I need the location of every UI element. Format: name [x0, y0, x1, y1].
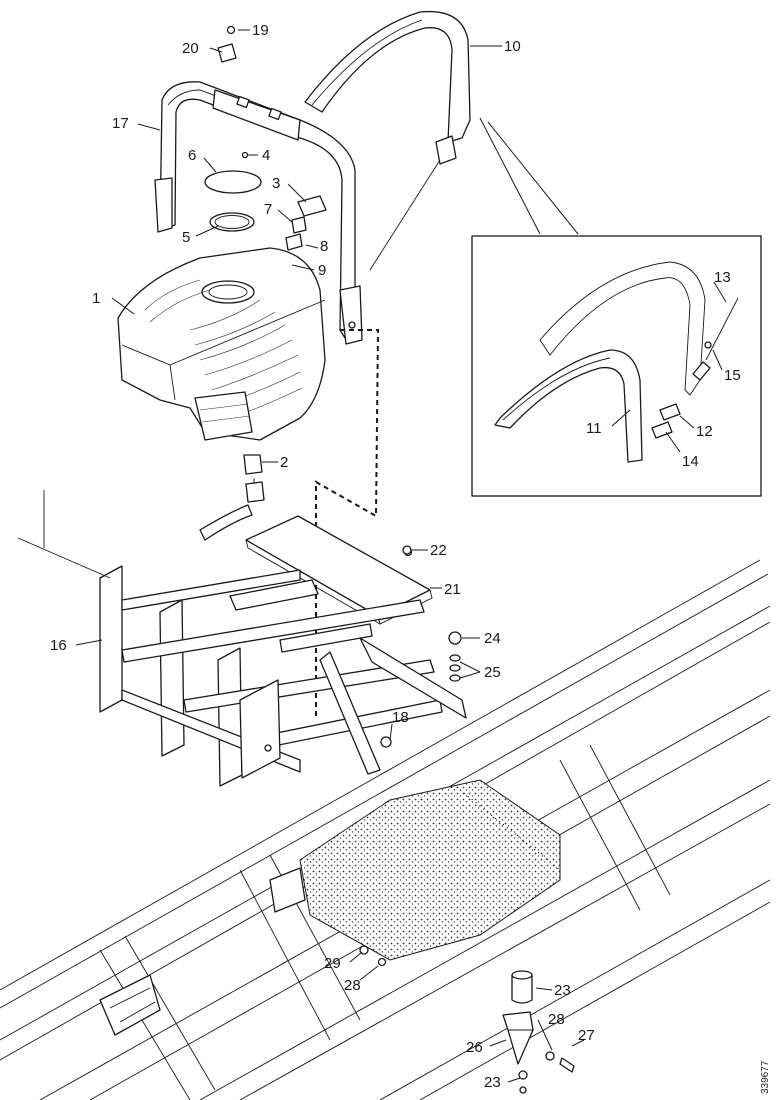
- callout-7: 7: [264, 201, 272, 218]
- rubber-mount-assembly: [359, 945, 575, 1094]
- callout-23a: 23: [554, 982, 571, 999]
- callout-19: 19: [252, 22, 269, 39]
- chassis-mounting-pad: [299, 779, 561, 961]
- mounting-rack: [17, 490, 467, 787]
- inset-detail: [471, 117, 762, 497]
- callout-9: 9: [318, 262, 326, 279]
- callout-20: 20: [182, 40, 199, 57]
- callout-1: 1: [92, 290, 100, 307]
- drain-assembly: [199, 454, 265, 541]
- callout-14: 14: [682, 453, 699, 470]
- callout-25: 25: [484, 664, 501, 681]
- bolt-22: [402, 545, 412, 555]
- screw-4: [241, 151, 249, 159]
- callout-8: 8: [320, 238, 328, 255]
- callout-15: 15: [724, 367, 741, 384]
- strap-17: [154, 25, 363, 345]
- callout-28b: 28: [548, 1011, 565, 1028]
- callout-16: 16: [50, 637, 67, 654]
- leader-lines: [75, 29, 727, 1083]
- callout-3: 3: [272, 175, 280, 192]
- callout-5: 5: [182, 229, 190, 246]
- callout-29: 29: [324, 955, 341, 972]
- callout-13: 13: [714, 269, 731, 286]
- callout-11: 11: [586, 420, 602, 437]
- callout-23b: 23: [484, 1074, 501, 1091]
- callout-21: 21: [444, 581, 461, 598]
- strap-10: [304, 10, 471, 271]
- callout-labels: 1 2 3 4 5 6 7 8 9 10 11 12 13 14 15 16 1…: [50, 22, 741, 1091]
- callout-18: 18: [392, 709, 409, 726]
- cover-seal-6: [204, 170, 262, 194]
- callout-4: 4: [262, 147, 270, 164]
- nut-washer-stack: [448, 631, 462, 682]
- callout-10: 10: [504, 38, 521, 55]
- callout-24: 24: [484, 630, 501, 647]
- document-number: 339677: [760, 1060, 771, 1094]
- callout-28a: 28: [344, 977, 361, 994]
- tank: [117, 247, 326, 441]
- callout-2: 2: [280, 454, 288, 471]
- callout-26: 26: [466, 1039, 483, 1056]
- callout-6: 6: [188, 147, 196, 164]
- callout-17: 17: [112, 115, 129, 132]
- callout-22: 22: [430, 542, 447, 559]
- callout-27: 27: [578, 1027, 595, 1044]
- callout-12: 12: [696, 423, 713, 440]
